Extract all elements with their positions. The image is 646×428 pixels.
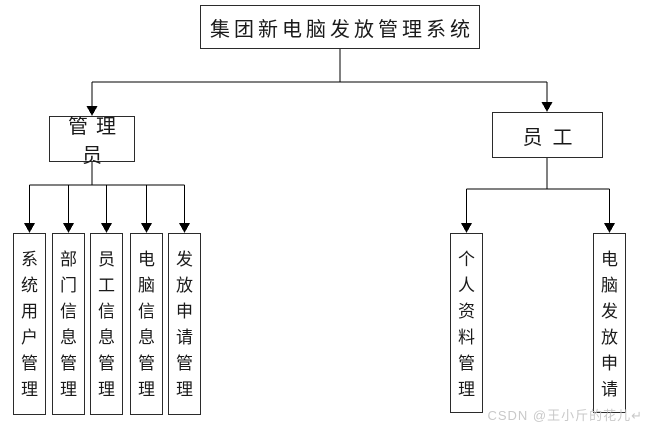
leaf-node-computer-info-mgmt: 电脑信息管理 xyxy=(130,233,163,415)
leaf-node-system-user-mgmt: 系统用户管理 xyxy=(13,233,46,415)
leaf-node-computer-distribution-request: 电脑发放申请 xyxy=(593,233,626,413)
leaf-node-personal-profile-mgmt: 个人资料管理 xyxy=(450,233,483,413)
root-node-title: 集团新电脑发放管理系统 xyxy=(200,5,480,49)
branch-node-admin: 管理员 xyxy=(49,116,135,167)
leaf-node-employee-info-mgmt: 员工信息管理 xyxy=(90,233,123,415)
leaf-node-distribution-request-mgmt: 发放申请管理 xyxy=(168,233,201,415)
branch-node-employee: 员工 xyxy=(492,112,603,158)
csdn-watermark: CSDN @王小斤的花儿↵ xyxy=(487,408,643,423)
leaf-node-department-info-mgmt: 部门信息管理 xyxy=(52,233,85,415)
